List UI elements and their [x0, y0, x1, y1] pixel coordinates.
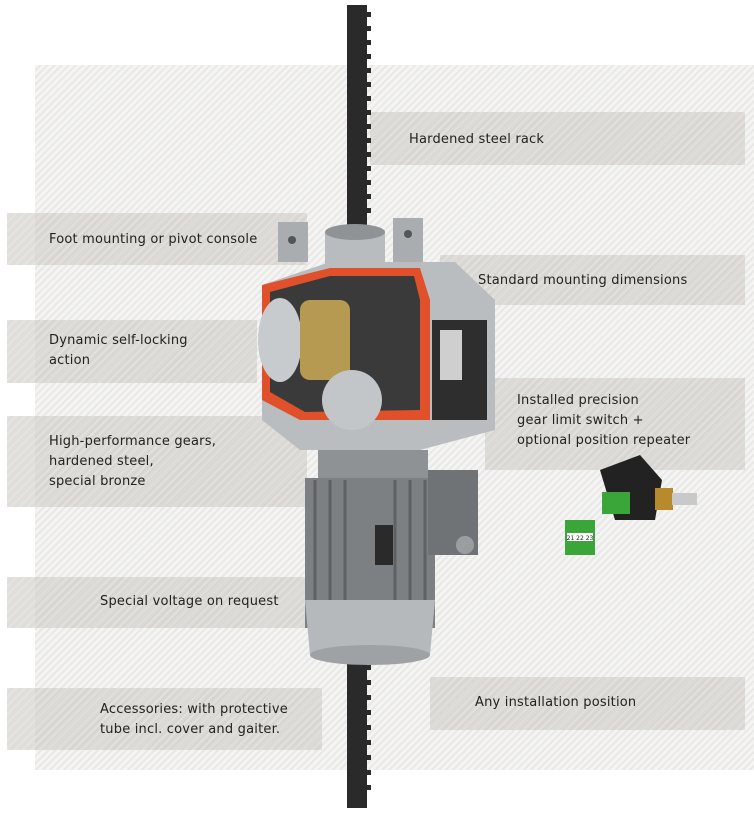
terminal-connector: 21 22 23: [565, 520, 595, 555]
steel-rack: [347, 5, 371, 808]
label-band-gears: [7, 416, 307, 507]
label-band-limit-switch: [485, 378, 745, 470]
label-band-accessories: [7, 688, 322, 750]
label-gears: High-performance gears, hardened steel, …: [49, 434, 217, 489]
label-band-dynamic: [7, 320, 257, 383]
label-limit-switch: Installed precision gear limit switch + …: [517, 393, 691, 448]
label-band-rack: [370, 112, 745, 165]
label-installation: Any installation position: [475, 695, 637, 710]
label-rack: Hardened steel rack: [409, 132, 545, 147]
terminal-numbers: 21 22 23: [567, 535, 594, 542]
label-band-voltage: [7, 577, 332, 628]
foot-bracket-right: [393, 218, 423, 263]
label-accessories: Accessories: with protective tube incl. …: [100, 702, 288, 737]
label-band-foot: [7, 213, 307, 265]
label-voltage: Special voltage on request: [100, 594, 279, 609]
label-band-installation: [430, 677, 745, 730]
label-standard: Standard mounting dimensions: [478, 273, 688, 288]
label-dynamic: Dynamic self-locking action: [49, 333, 188, 368]
position-repeater: [600, 455, 697, 520]
label-foot: Foot mounting or pivot console: [49, 232, 258, 247]
worm-shaft: [258, 298, 302, 382]
bronze-gear: [300, 300, 350, 380]
